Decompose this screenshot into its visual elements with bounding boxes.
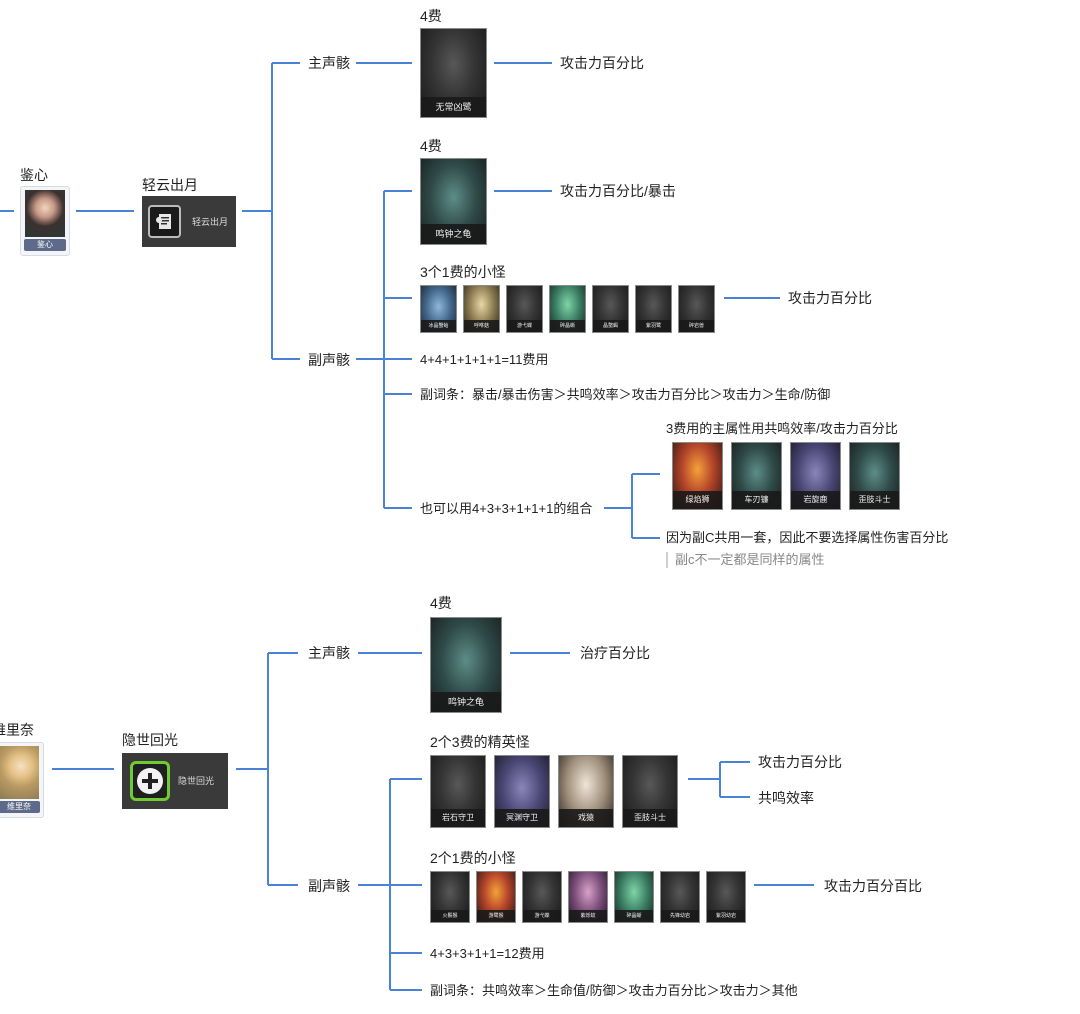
echo-card-main[interactable]: 鸣钟之龟 xyxy=(430,617,502,713)
alt-combo-title: 3费用的主属性用共鸣效率/攻击力百分比 xyxy=(666,421,898,436)
echo-card-alt-2[interactable]: 车刃镰 xyxy=(731,442,782,510)
echo-card-small-2[interactable]: 游鹭猴 xyxy=(476,871,516,923)
small-echo-stat: 攻击力百分百比 xyxy=(824,878,922,894)
sub-four-stat: 攻击力百分比/暴击 xyxy=(560,183,676,199)
echo-card-alt-4[interactable]: 歪肢斗士 xyxy=(849,442,900,510)
echo-card-label: 无常凶鹭 xyxy=(421,97,486,117)
echo-card-small-6[interactable]: 紫羽鹭 xyxy=(635,285,672,333)
echo-card-label: 鸣钟之龟 xyxy=(431,692,501,712)
echo-card-label: 紫羽幼岩 xyxy=(707,910,745,922)
main-echo-label: 主声骸 xyxy=(308,55,350,71)
echo-card-small-3[interactable]: 游弋蝶 xyxy=(506,285,543,333)
main-echo-stat: 攻击力百分比 xyxy=(560,55,644,71)
echo-card-small-6[interactable]: 先锋幼岩 xyxy=(660,871,700,923)
echo-card-label: 先锋幼岩 xyxy=(661,910,699,922)
character-card-label: 维里奈 xyxy=(0,801,40,813)
weapon-card-label: 轻云出月 xyxy=(192,217,229,227)
cost-total: 4+4+1+1+1+1=11费用 xyxy=(420,352,549,367)
echo-card-small-5[interactable]: 碎晶蜥 xyxy=(614,871,654,923)
echo-card-small-2[interactable]: 呼咻菇 xyxy=(463,285,500,333)
alt-combo-label: 也可以用4+3+3+1+1+1的组合 xyxy=(420,501,593,516)
cost-total: 4+3+3+1+1=12费用 xyxy=(430,946,545,961)
weapon-name: 隐世回光 xyxy=(122,732,178,748)
echo-card-label: 碎晶蜥 xyxy=(550,320,585,332)
document-icon xyxy=(148,205,181,238)
echo-card-sub-four[interactable]: 鸣钟之龟 xyxy=(420,158,487,245)
sub-echo-label: 副声骸 xyxy=(308,878,350,894)
echo-card-elite-3[interactable]: 戏猿 xyxy=(558,755,614,828)
echo-card-small-7[interactable]: 碎岩兽 xyxy=(678,285,715,333)
echo-card-small-1[interactable]: 火鬃猴 xyxy=(430,871,470,923)
echo-card-label: 火鬃猴 xyxy=(431,910,469,922)
echo-card-small-4[interactable]: 碎晶蜥 xyxy=(549,285,586,333)
echo-card-label: 戏猿 xyxy=(559,809,613,827)
plus-icon xyxy=(130,761,170,801)
substat-priority: 副词条：暴击/暴击伤害＞共鸣效率＞攻击力百分比＞攻击力＞生命/防御 xyxy=(420,387,831,402)
echo-card-label: 冥渊守卫 xyxy=(495,809,549,827)
echo-card-label: 游鹭猴 xyxy=(477,910,515,922)
small-echo-stat: 攻击力百分比 xyxy=(788,290,872,306)
echo-card-label: 紫羽鹭 xyxy=(636,320,671,332)
echo-card-label: 碎岩兽 xyxy=(679,320,714,332)
main-echo-stat: 治疗百分比 xyxy=(580,645,650,661)
echo-card-small-7[interactable]: 紫羽幼岩 xyxy=(706,871,746,923)
echo-card-alt-1[interactable]: 绿焰狮 xyxy=(672,442,723,510)
echo-card-label: 绿焰狮 xyxy=(673,491,722,509)
character-name: 鉴心 xyxy=(20,167,48,183)
elite-stat-1: 攻击力百分比 xyxy=(758,754,842,770)
sub-echo-label: 副声骸 xyxy=(308,352,350,368)
echo-card-small-3[interactable]: 游弋蝶 xyxy=(522,871,562,923)
echo-card-label: 歪肢斗士 xyxy=(850,491,899,509)
character-card[interactable]: 维里奈 xyxy=(0,742,44,818)
small-echo-title: 3个1费的小怪 xyxy=(420,264,506,280)
echo-card-label: 冰晶蟹蛤 xyxy=(421,320,456,332)
elite-echo-title: 2个3费的精英怪 xyxy=(430,734,530,750)
character-card[interactable]: 鉴心 xyxy=(20,186,70,256)
echo-card-small-1[interactable]: 冰晶蟹蛤 xyxy=(420,285,457,333)
main-echo-cost: 4费 xyxy=(420,8,442,24)
character-portrait xyxy=(25,190,65,237)
main-echo-cost: 4费 xyxy=(430,595,452,611)
echo-card-label: 岩旋鹿 xyxy=(791,491,840,509)
echo-card-label: 车刃镰 xyxy=(732,491,781,509)
echo-card-label: 游弋蝶 xyxy=(507,320,542,332)
weapon-card[interactable]: 轻云出月 xyxy=(142,196,236,247)
echo-card-main[interactable]: 无常凶鹭 xyxy=(420,28,487,118)
echo-card-elite-2[interactable]: 冥渊守卫 xyxy=(494,755,550,828)
echo-card-label: 紫烁蚊 xyxy=(569,910,607,922)
echo-card-elite-4[interactable]: 歪肢斗士 xyxy=(622,755,678,828)
main-echo-label: 主声骸 xyxy=(308,645,350,661)
echo-card-label: 鸣钟之龟 xyxy=(421,224,486,244)
sub-four-cost: 4费 xyxy=(420,138,442,154)
character-name: 维里奈 xyxy=(0,722,34,738)
weapon-card[interactable]: 隐世回光 xyxy=(122,753,228,809)
echo-card-label: 晶螯蝎 xyxy=(593,320,628,332)
echo-card-label: 岩石守卫 xyxy=(431,809,485,827)
alt-combo-subnote: 副c不一定都是同样的属性 xyxy=(666,552,825,568)
weapon-name: 轻云出月 xyxy=(142,177,198,193)
echo-card-label: 碎晶蜥 xyxy=(615,910,653,922)
character-portrait xyxy=(0,746,39,799)
substat-priority: 副词条：共鸣效率＞生命值/防御＞攻击力百分比＞攻击力＞其他 xyxy=(430,983,798,998)
echo-card-label: 呼咻菇 xyxy=(464,320,499,332)
echo-card-label: 歪肢斗士 xyxy=(623,809,677,827)
echo-card-elite-1[interactable]: 岩石守卫 xyxy=(430,755,486,828)
echo-card-alt-3[interactable]: 岩旋鹿 xyxy=(790,442,841,510)
echo-card-small-5[interactable]: 晶螯蝎 xyxy=(592,285,629,333)
echo-card-small-4[interactable]: 紫烁蚊 xyxy=(568,871,608,923)
elite-stat-2: 共鸣效率 xyxy=(758,790,814,806)
alt-combo-note: 因为副C共用一套，因此不要选择属性伤害百分比 xyxy=(666,530,949,545)
echo-card-label: 游弋蝶 xyxy=(523,910,561,922)
character-card-label: 鉴心 xyxy=(24,239,66,251)
weapon-card-label: 隐世回光 xyxy=(178,776,215,786)
small-echo-title: 2个1费的小怪 xyxy=(430,850,516,866)
